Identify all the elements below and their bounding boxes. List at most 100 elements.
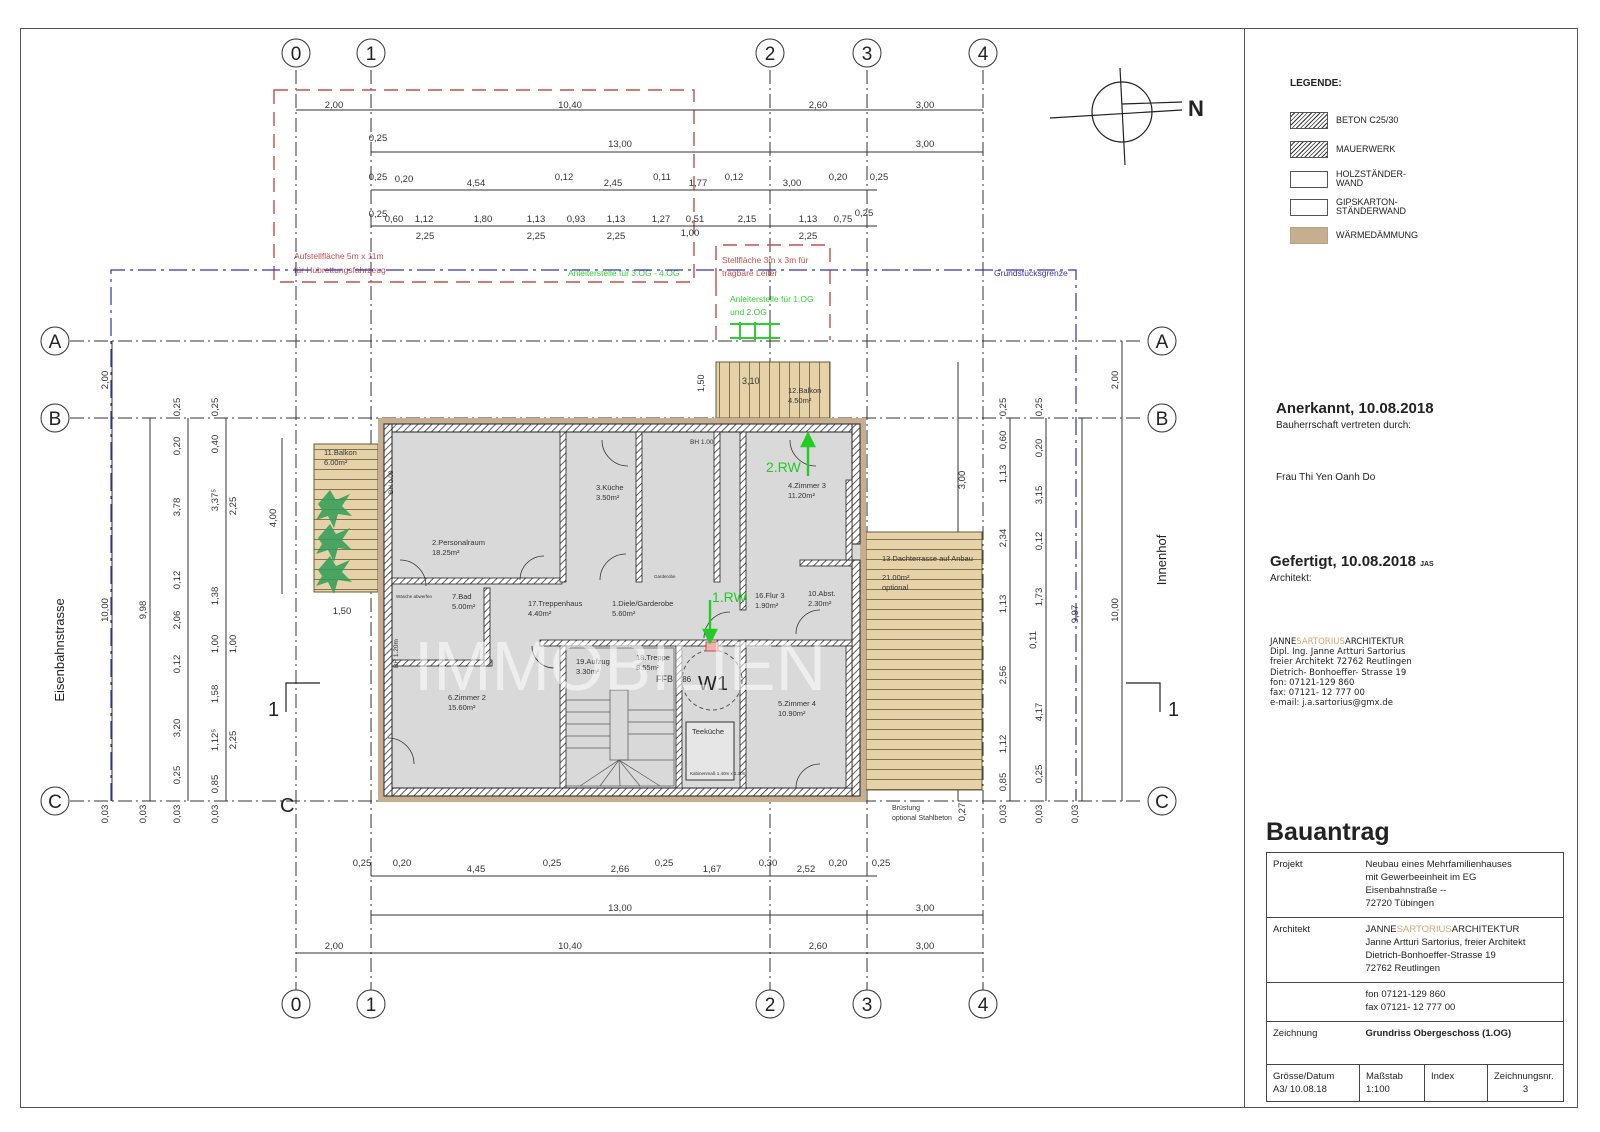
top-dimension-row2: 0,25 13,00 3,00 bbox=[369, 133, 935, 150]
svg-text:2,60: 2,60 bbox=[809, 941, 828, 952]
svg-text:1,73: 1,73 bbox=[1034, 588, 1045, 607]
ladder-icon bbox=[730, 322, 780, 340]
svg-text:2,60: 2,60 bbox=[809, 100, 828, 111]
svg-text:1,50: 1,50 bbox=[333, 606, 352, 617]
svg-text:Anleiterstelle für 3.OG - 4.OG: Anleiterstelle für 3.OG - 4.OG bbox=[568, 268, 679, 278]
svg-text:0,11: 0,11 bbox=[1028, 631, 1039, 649]
empty-swatch-icon bbox=[1290, 170, 1328, 188]
svg-text:3.30m²: 3.30m² bbox=[576, 667, 600, 676]
client-name: Frau Thi Yen Oanh Do bbox=[1276, 472, 1376, 483]
top-dimension-lines bbox=[296, 109, 983, 227]
svg-text:10,00: 10,00 bbox=[100, 598, 111, 622]
svg-text:3,10: 3,10 bbox=[742, 376, 760, 386]
svg-text:3,00: 3,00 bbox=[783, 178, 802, 189]
svg-text:0: 0 bbox=[291, 44, 302, 65]
svg-text:0,25: 0,25 bbox=[1034, 398, 1045, 417]
svg-text:2,66: 2,66 bbox=[611, 864, 630, 875]
svg-text:4: 4 bbox=[978, 995, 989, 1016]
svg-text:2.Personalraum: 2.Personalraum bbox=[432, 538, 485, 547]
svg-text:1,12: 1,12 bbox=[415, 214, 434, 225]
svg-text:BH 1.20m: BH 1.20m bbox=[393, 639, 400, 668]
legend-title: LEGENDE: bbox=[1290, 78, 1342, 89]
svg-text:0,25: 0,25 bbox=[998, 398, 1009, 417]
escape-route-labels: 1.RW 2.RW bbox=[712, 459, 802, 605]
svg-text:21.00m²: 21.00m² bbox=[882, 573, 910, 582]
svg-text:1,00: 1,00 bbox=[210, 635, 221, 654]
interior-walls bbox=[391, 431, 853, 789]
svg-text:1: 1 bbox=[366, 995, 377, 1016]
svg-text:1,00: 1,00 bbox=[228, 635, 239, 654]
svg-text:4.50m²: 4.50m² bbox=[788, 396, 812, 405]
svg-text:0,20: 0,20 bbox=[393, 858, 412, 869]
svg-text:0,11: 0,11 bbox=[653, 172, 671, 183]
staircase bbox=[565, 647, 675, 787]
grid-bubbles-right: A B C bbox=[1147, 326, 1177, 816]
svg-text:A: A bbox=[1156, 332, 1169, 353]
svg-text:0,12: 0,12 bbox=[1034, 532, 1045, 551]
svg-text:0,03: 0,03 bbox=[1034, 805, 1045, 824]
svg-text:0,25: 0,25 bbox=[369, 133, 388, 144]
svg-text:0,27: 0,27 bbox=[957, 803, 968, 822]
svg-text:Garderobe: Garderobe bbox=[654, 574, 676, 579]
legend-item-waermedaemmung: WÄRMEDÄMMUNG bbox=[1290, 227, 1418, 244]
left-dimension-lines bbox=[111, 341, 283, 801]
svg-text:2,25: 2,25 bbox=[527, 231, 546, 242]
svg-text:Wäsche abwerfen: Wäsche abwerfen bbox=[396, 594, 433, 599]
svg-text:0,25: 0,25 bbox=[369, 209, 388, 220]
svg-text:2,25: 2,25 bbox=[228, 731, 239, 750]
svg-text:3: 3 bbox=[862, 44, 873, 65]
street-label: Eisenbahnstrasse bbox=[52, 598, 67, 701]
svg-text:2,00: 2,00 bbox=[325, 100, 344, 111]
svg-text:3.50m²: 3.50m² bbox=[596, 493, 620, 502]
svg-text:0,20: 0,20 bbox=[172, 437, 183, 456]
svg-text:2.RW: 2.RW bbox=[766, 459, 802, 475]
svg-text:1,00: 1,00 bbox=[681, 228, 700, 239]
svg-text:1,80: 1,80 bbox=[474, 214, 493, 225]
svg-text:5.60m²: 5.60m² bbox=[612, 609, 636, 618]
svg-text:4,45: 4,45 bbox=[467, 864, 486, 875]
bottom-dimension-row1: 0,25 0,20 4,45 0,25 2,66 0,25 1,67 0,30 … bbox=[353, 858, 891, 875]
svg-text:.86: .86 bbox=[680, 675, 692, 684]
left-dimension-labels: 2,00 10,00 9,98 0,25 0,20 3,78 0,12 2,06… bbox=[100, 371, 351, 824]
svg-text:3,37⁵: 3,37⁵ bbox=[210, 489, 221, 511]
svg-text:0,12: 0,12 bbox=[172, 655, 183, 674]
svg-text:3,00: 3,00 bbox=[916, 941, 935, 952]
svg-text:13,00: 13,00 bbox=[608, 139, 632, 150]
svg-text:Brüstung: Brüstung bbox=[892, 805, 920, 812]
bottom-dimension-row3: 2,00 10,40 2,60 3,00 bbox=[325, 941, 935, 952]
svg-text:2: 2 bbox=[765, 44, 776, 65]
prepared-subtitle: Architekt: bbox=[1270, 573, 1312, 584]
right-dimension-labels: 3,00 6,73 0,27 0,25 0,60 1,13 2,34 1,13 … bbox=[957, 371, 1121, 824]
svg-text:0,25: 0,25 bbox=[655, 858, 674, 869]
grid-bubbles-top: 0 1 2 3 4 bbox=[281, 38, 998, 68]
svg-text:1: 1 bbox=[366, 44, 377, 65]
svg-text:0,25: 0,25 bbox=[369, 172, 388, 183]
svg-text:11.Balkon: 11.Balkon bbox=[324, 448, 357, 457]
svg-text:Stellfläche 3m x 3m für: Stellfläche 3m x 3m für bbox=[722, 255, 809, 265]
property-line bbox=[110, 269, 1077, 801]
svg-text:9,98: 9,98 bbox=[138, 601, 149, 620]
project-row: Projekt Neubau eines Mehrfamilienhauses … bbox=[1266, 852, 1564, 918]
top-dimension-row4: 0,25 0,60 1,12 1,80 1,13 0,93 1,13 1,27 … bbox=[369, 208, 874, 225]
svg-text:optional: optional bbox=[882, 583, 909, 592]
bottom-dimension-row2: 13,00 3,00 bbox=[608, 903, 934, 914]
svg-text:1.Diele/Garderobe: 1.Diele/Garderobe bbox=[612, 599, 673, 608]
svg-text:2,56: 2,56 bbox=[998, 666, 1009, 685]
hatch-swatch-icon bbox=[1290, 112, 1328, 129]
svg-text:0,85: 0,85 bbox=[998, 773, 1009, 792]
svg-text:1,13: 1,13 bbox=[607, 214, 626, 225]
svg-text:0,25: 0,25 bbox=[172, 398, 183, 417]
svg-text:3,20: 3,20 bbox=[172, 719, 183, 738]
svg-text:1,67: 1,67 bbox=[703, 864, 722, 875]
svg-text:0,03: 0,03 bbox=[210, 805, 221, 824]
svg-text:1,50: 1,50 bbox=[696, 374, 706, 392]
svg-text:10,40: 10,40 bbox=[558, 941, 582, 952]
legend-item-mauerwerk: MAUERWERK bbox=[1290, 141, 1395, 158]
svg-text:5.Zimmer 4: 5.Zimmer 4 bbox=[778, 699, 816, 708]
svg-text:optional Stahlbeton: optional Stahlbeton bbox=[892, 815, 952, 822]
svg-text:0,20: 0,20 bbox=[395, 174, 414, 185]
title-panel-divider bbox=[1244, 28, 1245, 1108]
svg-text:Aufstellfläche 5m x 11m: Aufstellfläche 5m x 11m bbox=[294, 251, 384, 261]
svg-text:11.20m²: 11.20m² bbox=[788, 491, 815, 500]
contact-row: fon 07121-129 860 fax 07121- 12 777 00 bbox=[1266, 982, 1564, 1022]
